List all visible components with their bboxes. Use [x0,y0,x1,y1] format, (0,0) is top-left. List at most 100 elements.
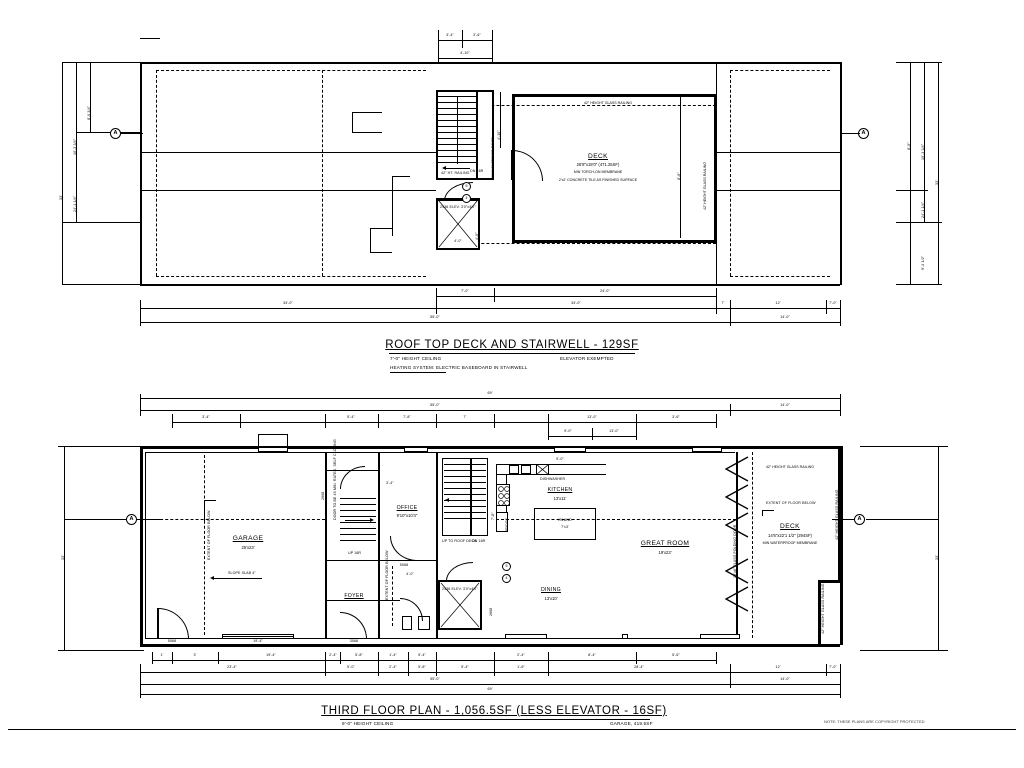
detail-marker-2-roof: 4 [462,194,471,203]
door-swing-entry [340,612,367,639]
plan-subtitle-roof-ceiling: 7'-0" HEIGHT CEILING [390,356,442,361]
dim-b1-4: 2'-4" [329,653,337,657]
sink-2 [521,465,531,474]
dim-b2-4: 5'-8" [418,665,426,669]
label-extent-floor-below-garage: EXTENT OF FLOOR BELOW [207,510,211,560]
dim-b4-overall: 69' [487,687,493,691]
dim-bot2-2: 34'-0" [571,301,581,305]
dim-b1-1: 1' [160,653,164,657]
label-slope-slab: SLOPE SLAB 4" [228,571,256,575]
label-exterior-door-roof: 3068 EXTERIOR DOOR [491,137,495,178]
dim-top-1: 3'-4" [446,33,454,37]
dim-left-2: 10'-3 3/4" [73,138,77,155]
window-north-4 [258,447,288,452]
dim-bot2-5: 7'-0" [829,301,837,305]
dim-office-width: 4'-0" [406,572,414,576]
room-label-dining: DINING [541,587,561,593]
detail-marker-2-floor: 4 [502,574,511,583]
dim-b2-3: 2'-4" [389,665,397,669]
label-dishwasher: DISHWASHER [540,477,566,481]
label-dn16r-roof: DN 16R [470,169,484,173]
dim-bot1-3: 24'-0" [600,289,610,293]
dim-b1-9: 8'-4" [588,653,596,657]
label-up-roof-deck: UP TO ROOF DECK [442,539,477,543]
kitchen-island [534,508,596,540]
window-north-1 [404,447,428,452]
dim-right-1: 8'-0" [907,142,911,150]
dim-b2-9: 7'-0" [829,665,837,669]
dim-bot3-1: 55'-0" [430,315,440,319]
label-dn16r-floor: DN 16R [472,539,486,543]
detail-marker-1-roof: 5 [462,182,471,191]
island-label: ISLAND [558,518,572,522]
dim-bot1-1: 7'-0" [461,289,469,293]
label-glass-railing-floor: 42" HEIGHT GLASS RAILING [765,465,815,469]
dim-b1-3: 19'-4" [266,653,276,657]
dim-b2-5: 5'-4" [461,665,469,669]
dim-left-4: 33' [59,195,63,200]
dim-top-2: 3'-6" [473,33,481,37]
dim-office-side: 3'-4" [386,481,394,485]
dim-b2-8: 12' [775,665,781,669]
stairwell-enclosure [436,90,494,180]
dim-b1-2: 3' [193,653,197,657]
dim-b1-5: 5'-8" [355,653,363,657]
room-label-garage: GARAGE [232,535,264,542]
dim-bot2-4: 12' [775,301,781,305]
dim-bot3-2: 14'-0" [780,315,790,319]
dim-left-1: 8'-0 3/4" [87,105,91,120]
window-south-3 [622,634,628,639]
burner-icons [498,486,510,506]
grid-bubble-a-right-floor: A [854,514,865,525]
dim-b2-6: 1'-6" [517,665,525,669]
plan-subtitle-roof-heating: HEATING SYSTEM: ELECTRIC BASEBOARD IN ST… [390,365,528,370]
room-dims-kitchen: 13'x11' [553,496,567,501]
dim-kitchen-top: 9'-0" [556,457,564,461]
dim-b1-8: 2'-4" [517,653,525,657]
dim-right-4: 9'-3 1/2" [921,255,925,270]
dishwasher-x-icon [536,464,549,475]
label-stair-railing-roof: 42" HT. RAILING [441,171,470,175]
label-glass-railing-roof: 42" HEIGHT GLASS RAILING [583,101,633,105]
elevator-x-mark-floor [440,582,480,628]
dim-top1-5: 13'-0" [587,415,597,419]
dim-top1-3: 7'-8" [403,415,411,419]
dim-b1-10: 5'-6" [672,653,680,657]
label-door-2668-office: 5068 [399,563,409,567]
dim-top3-2: 14'-0" [780,403,790,407]
dim-right-floor: 33' [935,555,939,560]
room-label-great-room: GREAT ROOM [640,540,690,547]
note-deck-surface-roof: 2'x2' CONCRETE TILE AS FINISHED SURFACE [558,178,638,182]
dim-left-floor: 33' [61,555,65,560]
plan-subtitle-floor-ceiling: 9'-0" HEIGHT CEILING [342,721,394,726]
window-north-3 [692,447,722,452]
dim-b2-7: 28'-4" [634,665,644,669]
dim-bot2-1: 34'-0" [283,301,293,305]
room-dims-deck-floor: 14'6"x22'1 1/2" (294SF) [768,533,812,538]
fridge [496,512,508,532]
copyright-note: NOTE: THESE PLANS ARE COPYRIGHT PROTECTE… [824,719,925,724]
grid-bubble-a-left-floor: A [126,514,137,525]
dim-top1-2: 5'-4" [347,415,355,419]
room-dims-deck-roof: 26'8"x19'0" (471.25SF) [576,162,620,167]
room-label-foyer: FOYER [344,593,364,599]
label-folding-door: 20'x8' GLASS FOLDING DOOR [733,524,737,578]
dim-left-3: 24'-1 1/4" [73,195,77,212]
dim-top1-1: 3'-4" [202,415,210,419]
note-deck-membrane-roof: MIN TORCH-ON MEMBRANE [573,170,623,174]
label-glass-railing-roof-right: 42" HEIGHT GLASS RAILING [703,161,707,210]
label-elev-depth-roof: 4'-0" [475,232,479,240]
elevator-x-mark-roof [438,200,478,248]
room-dims-dining: 13'x10' [544,596,558,601]
sink-1 [509,465,519,474]
label-elevator-roof: 2436 ELEV. 3'0"x4'0" [440,205,476,209]
window-south-1 [505,634,547,639]
dim-top1-6: 3'-6" [672,415,680,419]
note-deck-membrane-floor: MIN WATERPROOF MEMBRANE [762,541,818,545]
dim-bot2-3: 7' [721,301,725,305]
label-elev-width-roof: 4'-0" [454,239,462,243]
label-rated-door: DOOR TO BE 45 MIN. RATED, SELF CLOSING [333,439,337,520]
detail-marker-1-floor: 5 [502,562,511,571]
label-door-5068-entry: 3068 [349,639,359,643]
door-swing-office [390,536,417,561]
